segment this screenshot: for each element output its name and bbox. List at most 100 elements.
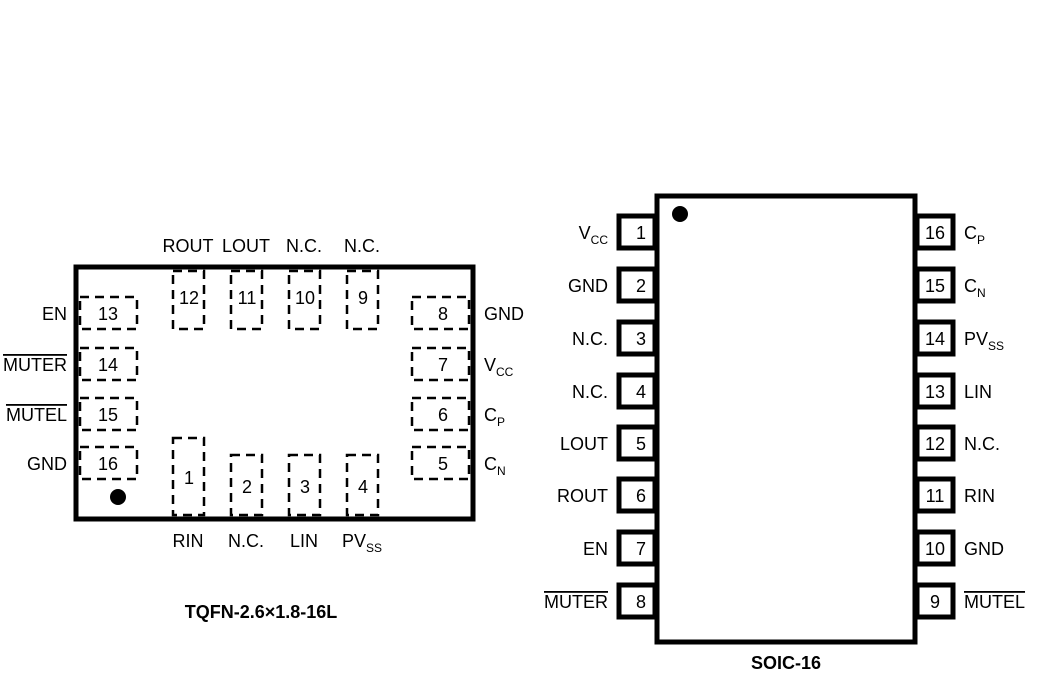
pin-pad	[345, 453, 380, 517]
pin-lead	[616, 476, 658, 514]
tqfn-pin-6: 6 CP	[410, 396, 505, 432]
soic-pin-13: 13 LIN	[914, 372, 992, 410]
tqfn-pin-9: 9N.C.	[344, 236, 380, 331]
pin-number: 1	[184, 468, 194, 488]
pin-name: N.C.	[228, 531, 264, 551]
pin-lead	[616, 372, 658, 410]
pin-lead	[616, 529, 658, 567]
pin-number: 10	[925, 539, 945, 559]
pin-lead	[914, 372, 956, 410]
pin-number: 6	[438, 405, 448, 425]
pin-number: 14	[925, 329, 945, 349]
pin-name: CP	[484, 405, 505, 429]
pin-name: GND	[568, 276, 608, 296]
pin-number: 8	[636, 592, 646, 612]
pin-name: MUTEL	[6, 405, 67, 425]
pin-pad	[171, 436, 206, 517]
pin-name: N.C.	[286, 236, 322, 256]
pin-number: 3	[636, 329, 646, 349]
pin-number: 6	[636, 486, 646, 506]
pin-number: 4	[358, 477, 368, 497]
soic-pin-14: 14 PVSS	[914, 319, 1004, 357]
pin-name: VCC	[484, 355, 514, 379]
pin-lead	[616, 266, 658, 304]
pin-name: LOUT	[222, 236, 270, 256]
pin-pad	[229, 453, 264, 517]
pin-number: 12	[179, 288, 199, 308]
soic-pin-3: 3 N.C.	[572, 319, 658, 357]
pin-number: 12	[925, 434, 945, 454]
pin-name: MUTER	[3, 355, 67, 375]
pin-name: N.C.	[964, 434, 1000, 454]
pin-lead	[914, 319, 956, 357]
soic-caption: SOIC-16	[751, 653, 821, 673]
soic-pin-6: 6 ROUT	[557, 476, 658, 514]
pin-name: N.C.	[344, 236, 380, 256]
pin-pad	[171, 269, 206, 331]
pin-number: 13	[925, 382, 945, 402]
pin-name: RIN	[173, 531, 204, 551]
tqfn-pin-12: 12 ROUT	[163, 236, 214, 331]
pin-name: RIN	[964, 486, 995, 506]
pin-number: 3	[300, 477, 310, 497]
tqfn-caption: TQFN-2.6×1.8-16L	[185, 602, 338, 622]
soic-pin-16: 16 CP	[914, 213, 985, 251]
pin-pad	[229, 269, 264, 331]
pin-name: ROUT	[557, 486, 608, 506]
pin-pad	[345, 269, 380, 331]
pin-name: PVSS	[342, 531, 382, 555]
pin-name: N.C.	[572, 329, 608, 349]
pin-number: 2	[636, 276, 646, 296]
pin-lead	[914, 529, 956, 567]
pin-name: PVSS	[964, 329, 1004, 353]
pin-lead	[616, 319, 658, 357]
pin-number: 5	[438, 454, 448, 474]
pin-number: 14	[98, 355, 118, 375]
soic-pin-7: 7EN	[583, 529, 658, 567]
tqfn-pin-7: 7 VCC	[410, 346, 514, 382]
pin-lead	[914, 582, 956, 620]
pin-number: 15	[925, 276, 945, 296]
pin-lead	[914, 266, 956, 304]
pin-name: CP	[964, 223, 985, 247]
pin-name: LIN	[964, 382, 992, 402]
soic-pin-8: 8 MUTER	[544, 582, 658, 620]
pin-pad	[287, 269, 322, 331]
soic-pin-2: 2 GND	[568, 266, 658, 304]
soic-body-outline	[654, 193, 918, 645]
pin-number: 16	[925, 223, 945, 243]
pin-name: LIN	[290, 531, 318, 551]
pin-number: 11	[238, 288, 257, 308]
pin-name: EN	[42, 304, 67, 324]
soic-pin-11: 11 RIN	[914, 476, 995, 514]
pin-number: 2	[242, 477, 252, 497]
soic-pin-12: 12 N.C.	[914, 424, 1000, 462]
pin-name: LOUT	[560, 434, 608, 454]
pin-lead	[616, 213, 658, 251]
pin1-indicator-dot	[672, 206, 688, 222]
pin-name: GND	[484, 304, 524, 324]
tqfn-pin-11: 11 LOUT	[222, 236, 270, 331]
tqfn-pin-10: 10 N.C.	[286, 236, 322, 331]
pin-number: 7	[438, 355, 448, 375]
pin-number: 10	[295, 288, 315, 308]
pin-name: ROUT	[163, 236, 214, 256]
pin-number: 5	[636, 434, 646, 454]
tqfn-pin-14: 14 MUTER	[3, 346, 139, 382]
soic-pin-5: 5 LOUT	[560, 424, 658, 462]
pin-name: MUTER	[544, 592, 608, 612]
pin-number: 11	[926, 486, 945, 506]
pin-name: GND	[27, 454, 67, 474]
pin-name: EN	[583, 539, 608, 559]
